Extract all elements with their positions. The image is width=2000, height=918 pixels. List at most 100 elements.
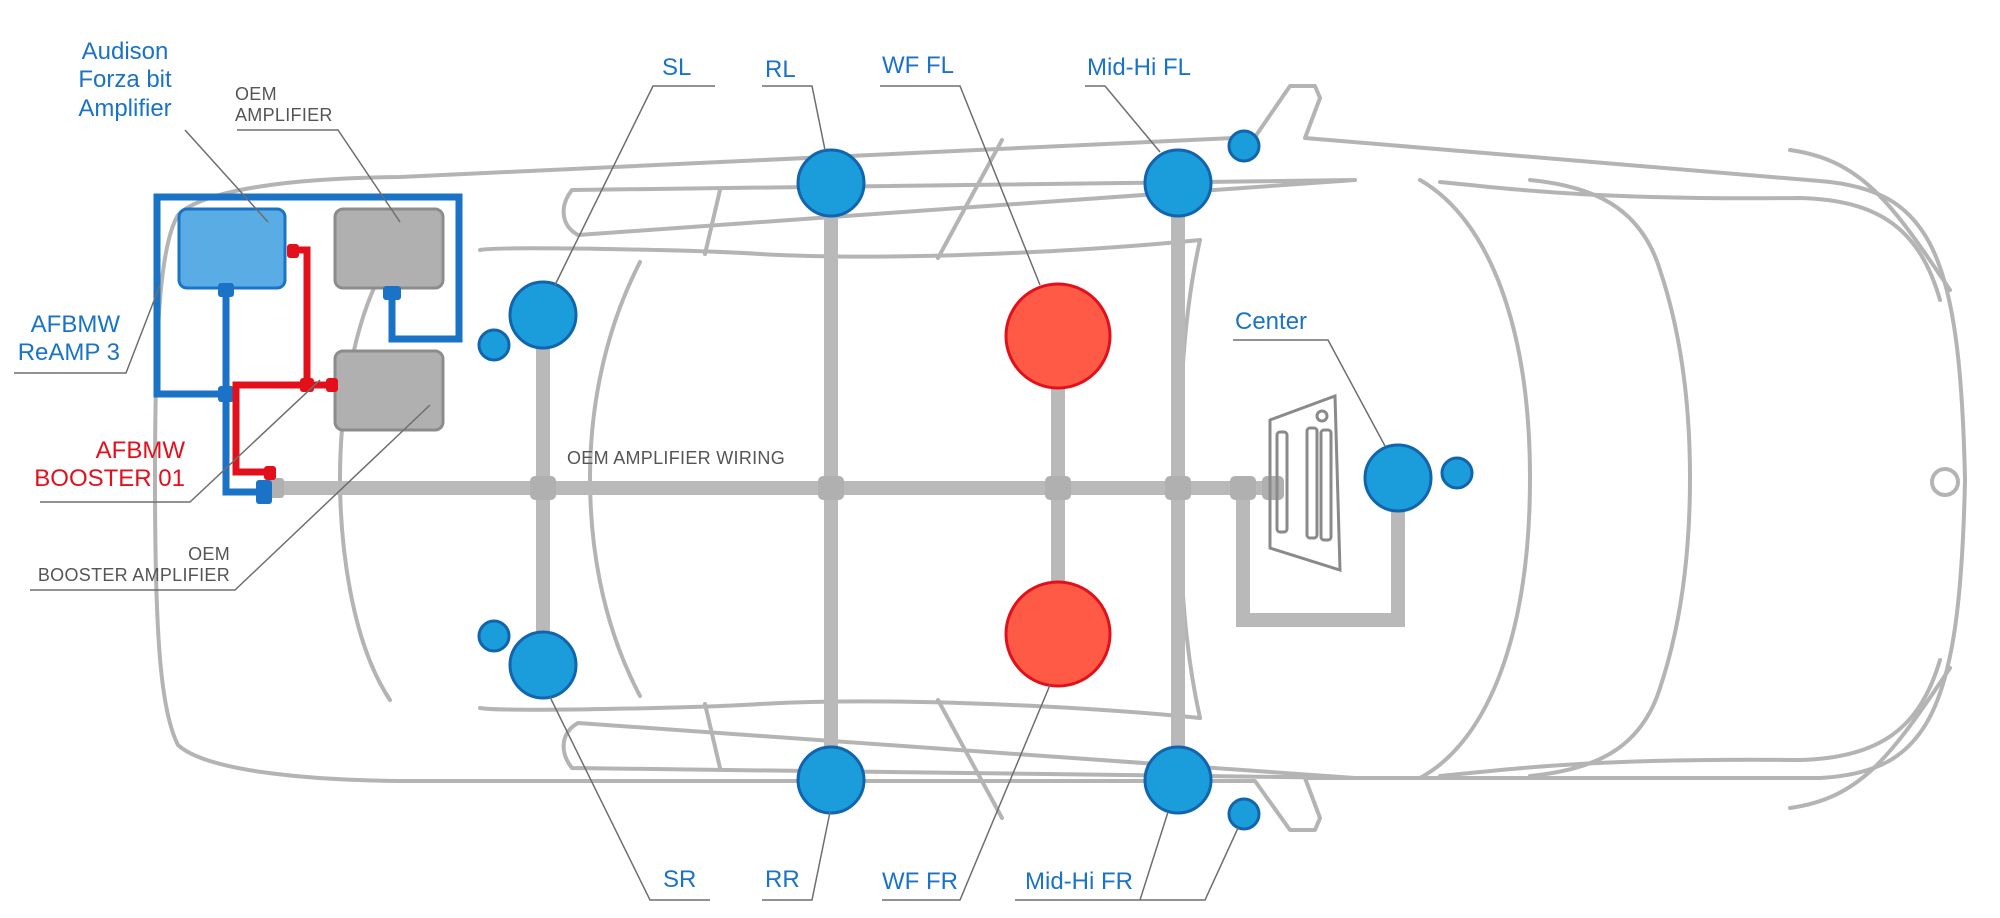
leader-midhi-fl: [1085, 85, 1161, 153]
oem-booster-line1: OEM: [188, 544, 230, 564]
speaker-rr: [796, 745, 866, 815]
label-afbmw-reamp3: AFBMW ReAMP 3: [10, 311, 120, 368]
amplifiers: [177, 207, 445, 432]
reamp-frame: [153, 193, 463, 398]
junction: [1262, 476, 1284, 500]
leader-oem-amp: [237, 129, 401, 223]
front-bumper-bottom: [1788, 666, 1952, 810]
connector: [256, 480, 272, 504]
hood-crease-bottom: [1528, 476, 1692, 778]
head-unit-body: [1268, 393, 1342, 573]
audison-line3: Amplifier: [78, 94, 172, 122]
label-afbmw-booster01: AFBMW BOOSTER 01: [20, 437, 185, 494]
junction: [530, 476, 556, 500]
woofer-wf-fr: [1004, 580, 1112, 688]
front-windshield: [1418, 178, 1532, 780]
head-unit-slot-2: [1305, 426, 1319, 540]
label-center: Center: [1235, 308, 1308, 335]
leader-audison: [184, 129, 269, 223]
booster-to-connector: [232, 381, 307, 476]
leader-lines: [14, 85, 1386, 901]
junction: [1165, 476, 1191, 500]
leader-rl: [762, 85, 826, 151]
speakers: [477, 129, 1474, 831]
label-rl: RL: [765, 56, 796, 83]
reamp-harness: [153, 193, 463, 496]
head-unit: [1268, 393, 1342, 573]
junction: [1230, 476, 1256, 500]
junction: [818, 476, 844, 500]
label-sr: SR: [663, 866, 697, 893]
junction: [1045, 476, 1071, 500]
label-rr: RR: [765, 866, 800, 893]
label-oem-booster-amplifier: OEM BOOSTER AMPLIFIER: [10, 544, 230, 586]
reamp-line2: ReAMP 3: [17, 339, 120, 367]
connector: [326, 378, 338, 392]
sunroof-bottom-edge: [478, 699, 1202, 720]
car-body: [153, 84, 1967, 832]
label-sl: SL: [662, 54, 692, 81]
leader-rr: [762, 811, 831, 901]
leader-wf-fl: [880, 85, 1041, 286]
oem-booster-amplifier-box: [333, 349, 445, 432]
oem-wiring-junctions: [270, 476, 1284, 500]
top-door-line-1: [703, 188, 722, 256]
leader-midhi-fr-tweeter: [1140, 827, 1239, 901]
connector: [264, 466, 276, 480]
oem-branch-center: [1236, 488, 1405, 627]
tweeter-midhi-fl: [1227, 129, 1261, 163]
head-unit-knob: [1315, 409, 1329, 423]
head-unit-slot-3: [1319, 428, 1333, 542]
speaker-midhi-fr: [1143, 745, 1213, 815]
speaker-midhi-fl: [1143, 148, 1213, 218]
connector: [218, 283, 234, 297]
label-wf-fr: WF FR: [882, 868, 958, 895]
tweeter-center: [1440, 456, 1474, 490]
audison-line1: Audison: [81, 38, 169, 65]
booster01-line1: AFBMW: [95, 437, 185, 464]
bottom-door-line-1: [703, 702, 722, 770]
top-door-line-2: [936, 138, 1004, 260]
oem-amp-line1: OEM: [235, 84, 277, 104]
leader-sl: [554, 85, 715, 286]
oem-amplifier-box: [333, 207, 445, 290]
connector-end: [270, 478, 284, 498]
leader-booster01: [40, 379, 321, 503]
bottom-window: [561, 721, 1357, 780]
speaker-center: [1363, 443, 1433, 513]
head-unit-slot-1: [1275, 430, 1289, 534]
hood-inner-bottom: [1438, 658, 1942, 778]
speaker-sr: [508, 630, 578, 700]
label-wf-fl: WF FL: [882, 52, 954, 79]
label-midhi-fl: Mid-Hi FL: [1087, 54, 1192, 81]
rear-window: [588, 260, 642, 698]
reamp-to-connector: [222, 394, 264, 496]
sunroof-top-edge: [478, 238, 1202, 259]
label-oem-amplifier-wiring: OEM AMPLIFIER WIRING: [567, 448, 786, 468]
top-window: [561, 178, 1357, 237]
audison-forza-amplifier-box: [177, 207, 287, 290]
connector: [218, 386, 234, 402]
leader-sr: [549, 696, 710, 901]
label-oem-amplifier: OEM AMPLIFIER: [235, 84, 333, 126]
tweeter-sl: [477, 328, 511, 362]
oem-amp-line2: AMPLIFIER: [235, 105, 333, 126]
front-bumper: [1788, 148, 1952, 292]
speaker-sl: [508, 280, 578, 350]
audison-line2: Forza bit: [78, 66, 172, 94]
speaker-rl: [796, 148, 866, 218]
booster-from-forza: [289, 246, 335, 389]
tweeter-midhi-fr: [1227, 797, 1261, 831]
label-audison-forza-amplifier: Audison Forza bit Amplifier: [60, 38, 190, 123]
label-midhi-fr: Mid-Hi FR: [1025, 868, 1133, 895]
connector: [287, 244, 299, 258]
hood-crease-top: [1528, 178, 1692, 480]
oem-booster-line2: BOOSTER AMPLIFIER: [37, 565, 230, 586]
hood-inner-top: [1438, 180, 1942, 302]
reamp-line1: AFBMW: [30, 311, 120, 338]
bottom-door-line-2: [936, 698, 1004, 820]
leader-reamp: [14, 284, 161, 374]
leader-center: [1233, 339, 1386, 447]
reamp-connectors: [218, 283, 401, 504]
